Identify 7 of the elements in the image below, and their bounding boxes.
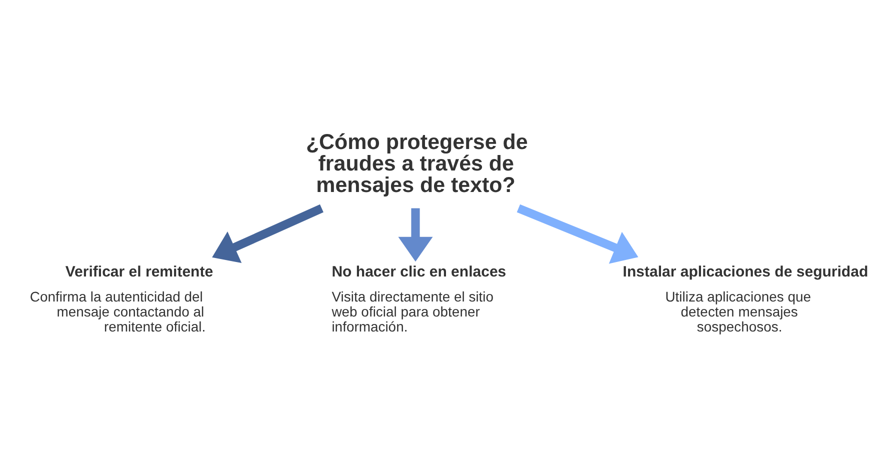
node-text: Verificar el remitente Confirma la autenticidad del mensaje contactando al remitente oficial. xyxy=(29,264,213,335)
arrow xyxy=(212,204,323,264)
arrow xyxy=(398,208,432,262)
node-text: No hacer clic en enlaces Visita directamente el sitio web oficial para obtener información. xyxy=(331,264,506,335)
arrow xyxy=(516,204,638,264)
node-text: ¿Cómo protegerse de fraudes a través de mensajes de texto? xyxy=(305,130,528,198)
node-text: Instalar aplicaciones de seguridad Utiliza aplicaciones que detecten mensajes sospechosos. xyxy=(622,264,868,335)
